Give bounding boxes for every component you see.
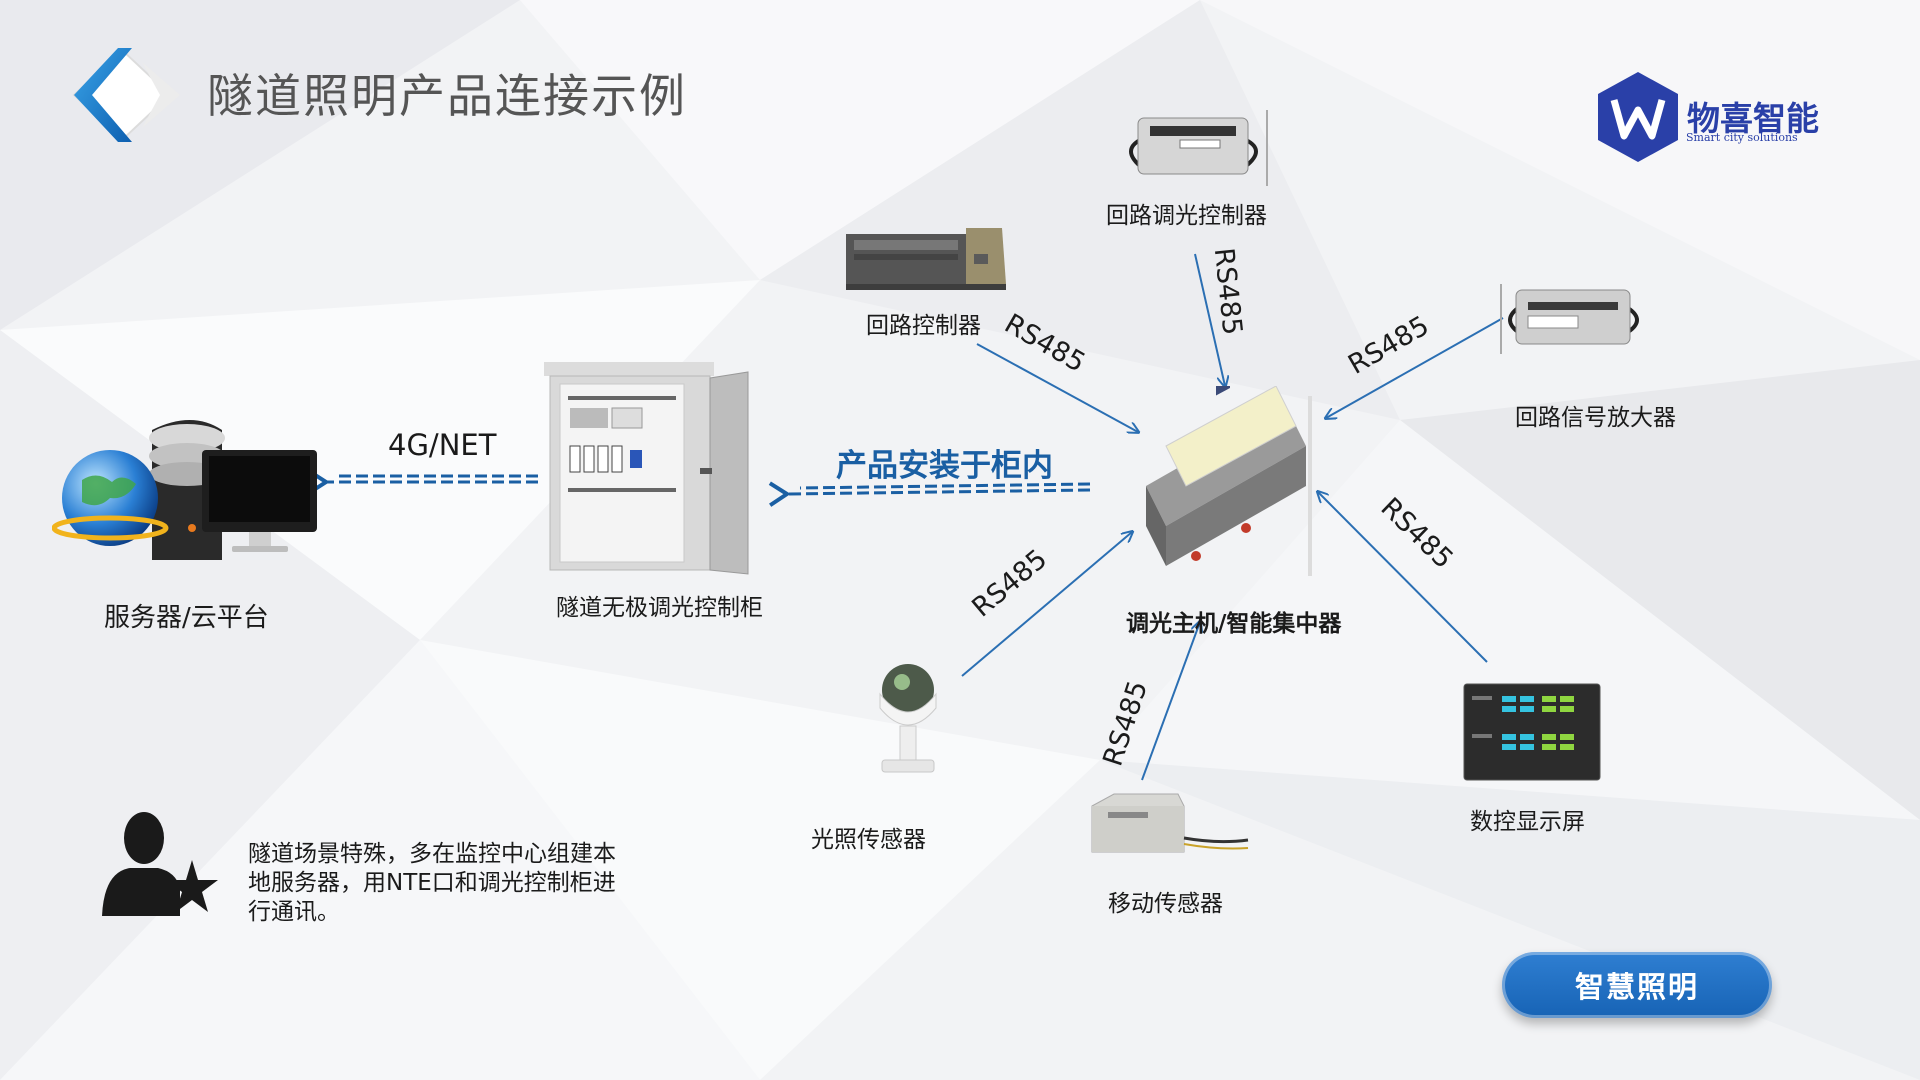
link-install bbox=[788, 490, 1091, 494]
hub-label: 调光主机/智能集中器 bbox=[1126, 611, 1342, 637]
brand-slogan: Smart city solutions bbox=[1686, 131, 1798, 144]
net-label: 4G/NET bbox=[388, 428, 497, 462]
signal-amp-icon bbox=[1500, 284, 1639, 354]
server-label: 服务器/云平台 bbox=[104, 603, 269, 633]
install-label: 产品安装于柜内 bbox=[836, 448, 1053, 484]
hub-device-icon bbox=[1146, 386, 1312, 576]
title-chevron-icon bbox=[72, 48, 180, 142]
cabinet-label: 隧道无极调光控制柜 bbox=[556, 595, 763, 621]
display-label: 数控显示屏 bbox=[1470, 809, 1585, 835]
loop-dimmer-icon bbox=[1129, 110, 1268, 186]
cabinet-icon bbox=[544, 362, 749, 575]
link-motion-sensor bbox=[1141, 622, 1200, 781]
brand-logo-icon bbox=[1598, 72, 1678, 162]
light-sensor-label: 光照传感器 bbox=[811, 827, 926, 853]
loop-controller-icon bbox=[846, 228, 1006, 290]
link-loop-dimmer bbox=[1194, 253, 1225, 386]
motion-sensor-label: 移动传感器 bbox=[1108, 891, 1223, 917]
brand-name: 物喜智能 bbox=[1687, 99, 1819, 138]
page-title: 隧道照明产品连接示例 bbox=[207, 69, 687, 123]
loop-controller-label: 回路控制器 bbox=[866, 313, 981, 339]
user-star-icon bbox=[102, 812, 218, 916]
display-panel-icon bbox=[1463, 683, 1601, 781]
loop-dimmer-label: 回路调光控制器 bbox=[1106, 203, 1267, 229]
light-sensor-icon bbox=[879, 664, 937, 773]
motion-sensor-icon bbox=[1091, 793, 1249, 853]
note-text: 隧道场景特殊，多在监控中心组建本地服务器，用NTE口和调光控制柜进行通讯。 bbox=[248, 841, 616, 925]
link-signal-amp bbox=[1326, 317, 1504, 418]
server-cloud-icon bbox=[52, 420, 317, 560]
link-light-sensor bbox=[961, 532, 1132, 677]
smart-lighting-badge: 智慧照明 bbox=[1502, 952, 1772, 1018]
link-loop-controller bbox=[976, 343, 1138, 432]
link-display bbox=[1318, 492, 1488, 663]
signal-amp-label: 回路信号放大器 bbox=[1515, 405, 1676, 431]
